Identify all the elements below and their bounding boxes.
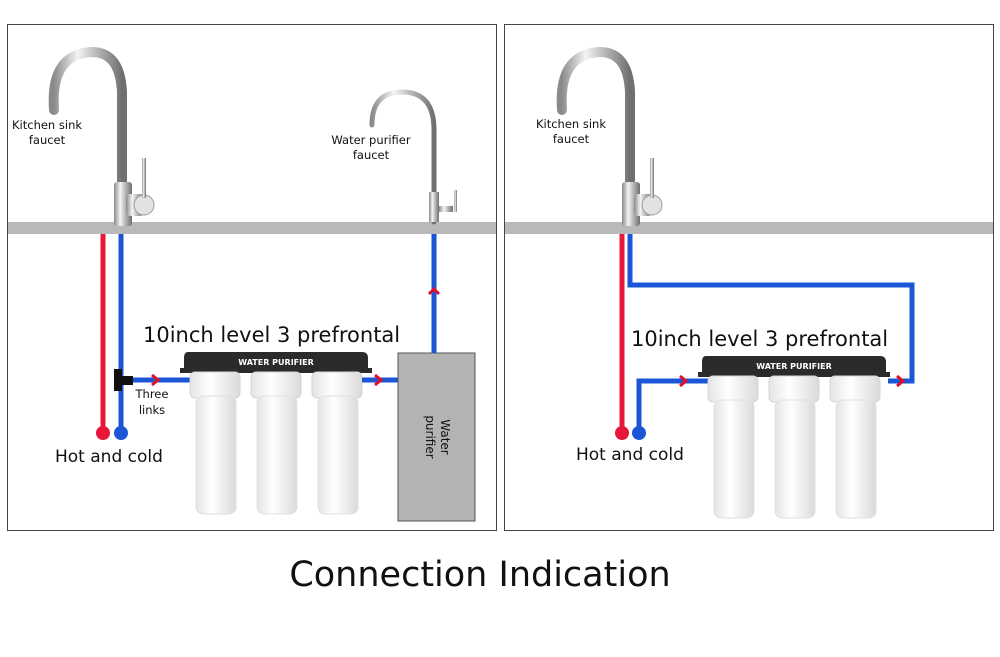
water-purifier-faucet-label: Water purifier faucet [326,133,416,163]
label-line: faucet [552,131,590,146]
water-purifier-faucet-icon [369,89,457,225]
kitchen-sink-faucet-label-right: Kitchen sink faucet [534,117,608,147]
countertop-right [505,222,993,234]
label-line: Kitchen sink [535,117,606,131]
label-line: links [138,403,166,418]
flow-arrow-icon [151,373,161,387]
hot-and-cold-label-left: Hot and cold [55,447,163,467]
flow-arrow-icon [896,374,906,388]
prefilter-unit-left [179,351,373,515]
label-line: Water [438,419,452,455]
hot-inlet-right [615,426,629,440]
countertop-left [8,222,496,234]
label-line: Water purifier [331,133,411,147]
water-purifier-box-label: Water purifier [422,402,452,472]
label-line: faucet [28,132,66,147]
three-links-label: Three links [134,386,170,418]
label-line: Three [135,387,169,401]
flow-arrow-icon [374,373,384,387]
filter-header-text-left: WATER PURIFIER [238,358,313,367]
prefilter-label-left: 10inch level 3 prefrontal [143,323,401,347]
label-line: faucet [352,147,390,162]
flow-arrow-icon [427,286,441,296]
label-line: Kitchen sink [12,118,83,132]
kitchen-sink-faucet-label: Kitchen sink faucet [12,118,82,148]
hot-inlet-left [96,426,110,440]
label-line: purifier [423,415,437,459]
prefilter-unit-right [697,355,891,519]
three-way-tee-icon [114,369,122,391]
prefilter-label-right: 10inch level 3 prefrontal [631,327,889,351]
hot-and-cold-label-right: Hot and cold [576,445,684,465]
diagram-caption: Connection Indication [289,555,671,595]
flow-arrow-icon [679,374,689,388]
cold-inlet-right [632,426,646,440]
cold-inlet-left [114,426,128,440]
cold-feed-pipe-right [636,378,708,432]
filter-header-text-right: WATER PURIFIER [756,362,831,371]
